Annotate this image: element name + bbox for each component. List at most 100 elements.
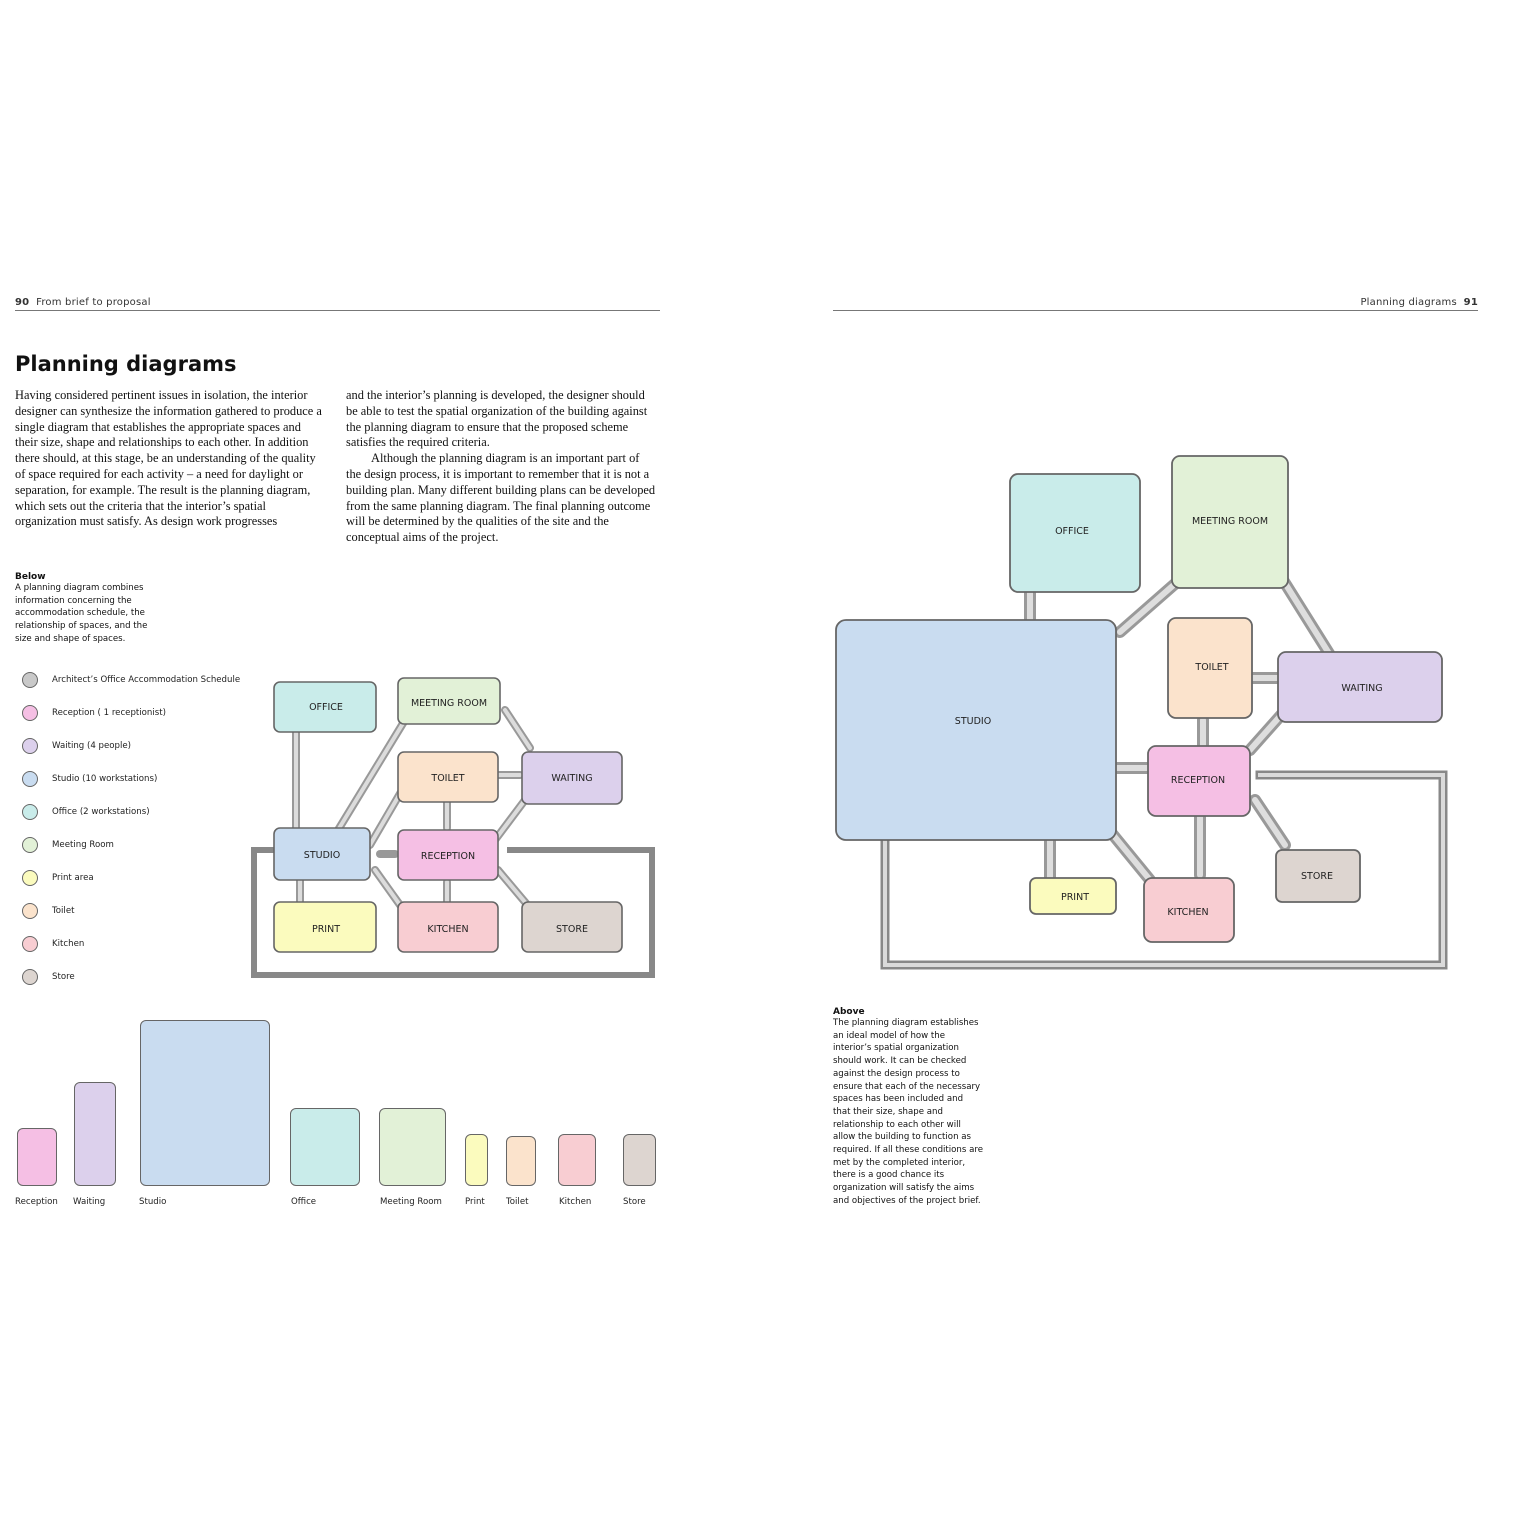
legend-item-print: Print area <box>22 868 94 888</box>
small-label-studio: STUDIO <box>304 850 340 861</box>
small-room-waiting <box>521 751 623 805</box>
legend-swatch <box>22 969 38 985</box>
caption-below-head: Below <box>15 572 46 582</box>
legend-item-meeting-room: Meeting Room <box>22 835 114 855</box>
legend-item-kitchen: Kitchen <box>22 934 84 954</box>
size-label-studio: Studio <box>139 1197 167 1207</box>
caption-above: Above The planning diagram establishes a… <box>833 1007 983 1208</box>
small-arrows-inner <box>294 708 532 910</box>
size-block-reception <box>17 1128 57 1186</box>
large-label-office: OFFICE <box>1055 526 1089 537</box>
size-block-studio <box>140 1020 270 1186</box>
size-block-meeting-room <box>379 1108 446 1186</box>
body-paragraph-3: Although the planning diagram is an impo… <box>346 451 656 545</box>
small-label-office: OFFICE <box>309 702 343 713</box>
body-column-1: Having considered pertinent issues in is… <box>15 388 325 530</box>
size-block-toilet <box>506 1136 536 1186</box>
legend-swatch <box>22 804 38 820</box>
large-label-store: STORE <box>1301 871 1333 882</box>
large-room-waiting <box>1277 651 1443 723</box>
large-room-studio <box>835 619 1117 841</box>
small-label-reception: RECEPTION <box>421 851 475 862</box>
large-room-labels: OFFICE MEETING ROOM STUDIO TOILET WAITIN… <box>955 516 1383 918</box>
small-room-toilet <box>397 751 499 803</box>
size-block-store <box>623 1134 656 1186</box>
caption-above-text: The planning diagram establishes an idea… <box>833 1018 983 1206</box>
small-room-store <box>521 901 623 953</box>
large-label-studio: STUDIO <box>955 716 991 727</box>
size-label-office: Office <box>291 1197 317 1207</box>
small-circulation-loop <box>251 847 655 978</box>
left-running-head: 90 From brief to proposal <box>15 297 151 308</box>
small-label-print: PRINT <box>312 924 340 935</box>
small-label-kitchen: KITCHEN <box>427 924 468 935</box>
small-planning-diagram: OFFICE MEETING ROOM TOILET WAITING STUDI… <box>251 677 655 978</box>
large-label-meeting: MEETING ROOM <box>1192 516 1268 527</box>
small-room-studio <box>273 827 371 881</box>
small-label-meeting: MEETING ROOM <box>411 698 487 709</box>
size-block-kitchen <box>558 1134 596 1186</box>
body-paragraph-2: and the interior’s planning is developed… <box>346 388 648 450</box>
large-label-waiting: WAITING <box>1341 683 1382 694</box>
legend-swatch <box>22 903 38 919</box>
small-room-office <box>273 681 377 733</box>
legend-item-schedule: Architect’s Office Accommodation Schedul… <box>22 670 240 690</box>
body-column-2: and the interior’s planning is developed… <box>346 388 656 546</box>
caption-below: Below A planning diagram combines inform… <box>15 572 165 646</box>
legend-swatch <box>22 771 38 787</box>
right-header-rule <box>833 310 1478 311</box>
legend-swatch <box>22 672 38 688</box>
right-folio: 91 <box>1463 297 1478 308</box>
size-label-kitchen: Kitchen <box>559 1197 592 1207</box>
large-label-kitchen: KITCHEN <box>1167 907 1208 918</box>
small-room-reception <box>397 829 499 881</box>
small-label-waiting: WAITING <box>551 773 592 784</box>
size-label-waiting: Waiting <box>73 1197 106 1207</box>
large-label-reception: RECEPTION <box>1171 775 1225 786</box>
small-room-print <box>273 901 377 953</box>
legend-swatch <box>22 738 38 754</box>
large-room-office <box>1009 473 1141 593</box>
large-room-meeting <box>1171 455 1289 589</box>
right-running-head: Planning diagrams 91 <box>1300 297 1478 308</box>
left-folio: 90 <box>15 297 30 308</box>
size-label-toilet: Toilet <box>506 1197 529 1207</box>
size-block-office <box>290 1108 360 1186</box>
caption-below-text: A planning diagram combines information … <box>15 583 148 644</box>
large-label-print: PRINT <box>1061 892 1089 903</box>
large-rooms <box>835 455 1443 943</box>
legend-item-studio: Studio (10 workstations) <box>22 769 157 789</box>
legend-item-toilet: Toilet <box>22 901 74 921</box>
legend-swatch <box>22 936 38 952</box>
right-running-title: Planning diagrams <box>1360 297 1457 308</box>
legend-item-office: Office (2 workstations) <box>22 802 150 822</box>
page-title: Planning diagrams <box>15 352 237 376</box>
small-room-meeting <box>397 677 501 725</box>
large-room-kitchen <box>1143 877 1235 943</box>
large-room-toilet <box>1167 617 1253 719</box>
body-paragraph-1: Having considered pertinent issues in is… <box>15 388 322 529</box>
size-block-print <box>465 1134 488 1186</box>
legend-item-waiting: Waiting (4 people) <box>22 736 131 756</box>
legend-swatch <box>22 837 38 853</box>
small-label-toilet: TOILET <box>430 773 464 784</box>
large-label-toilet: TOILET <box>1194 662 1228 673</box>
legend-swatch <box>22 870 38 886</box>
small-room-kitchen <box>397 901 499 953</box>
size-label-store: Store <box>623 1197 646 1207</box>
small-rooms <box>273 677 623 953</box>
large-planning-diagram: OFFICE MEETING ROOM STUDIO TOILET WAITIN… <box>835 455 1448 970</box>
left-running-title: From brief to proposal <box>36 297 151 308</box>
large-room-print <box>1029 877 1117 915</box>
large-circulation-loop-inner <box>883 773 1445 967</box>
small-label-store: STORE <box>556 924 588 935</box>
small-room-labels: OFFICE MEETING ROOM TOILET WAITING STUDI… <box>304 698 593 935</box>
large-room-store <box>1275 849 1361 903</box>
size-label-meeting-room: Meeting Room <box>380 1197 442 1207</box>
legend-item-reception: Reception ( 1 receptionist) <box>22 703 166 723</box>
caption-above-head: Above <box>833 1007 865 1017</box>
size-block-waiting <box>74 1082 116 1186</box>
large-room-reception <box>1147 745 1251 817</box>
size-label-reception: Reception <box>15 1197 58 1207</box>
legend-item-store: Store <box>22 967 75 987</box>
